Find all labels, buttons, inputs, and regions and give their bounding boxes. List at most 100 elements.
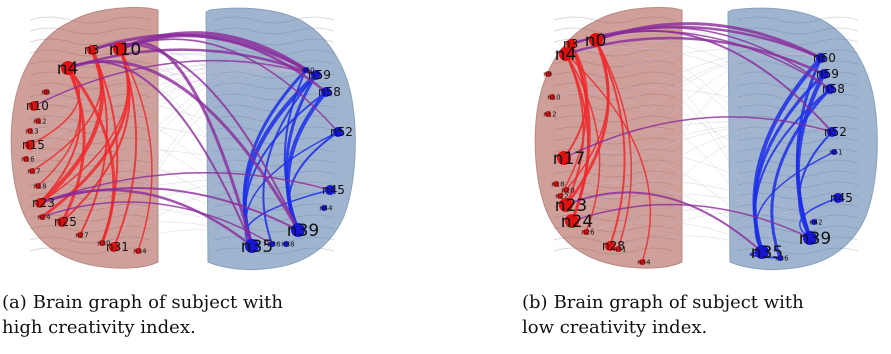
node <box>43 89 49 95</box>
node <box>557 193 563 199</box>
node <box>25 140 35 150</box>
node <box>245 239 259 253</box>
node <box>559 198 573 212</box>
node-label: n45 <box>322 183 345 197</box>
node <box>29 101 39 111</box>
gyrus-line <box>737 115 859 123</box>
node <box>321 87 331 97</box>
node-label: n39 <box>287 221 319 241</box>
gyrus-line <box>553 115 675 123</box>
node-label: n36 <box>775 254 789 262</box>
node-label: n42 <box>809 218 822 226</box>
node <box>589 33 603 47</box>
gyrus-line <box>29 203 151 211</box>
node-label: n16 <box>21 155 35 163</box>
node-label: n0 <box>585 31 607 51</box>
node <box>833 193 843 203</box>
node <box>109 242 119 252</box>
node-label: n25 <box>54 215 77 229</box>
gyrus-line <box>29 170 151 178</box>
node <box>39 214 45 220</box>
node <box>321 205 327 211</box>
gyrus-line <box>213 159 335 167</box>
faint-edge <box>113 70 317 248</box>
node <box>545 71 551 77</box>
inter-edge <box>119 38 339 133</box>
node <box>755 245 769 259</box>
node-label: n38 <box>281 240 294 248</box>
node <box>825 84 835 94</box>
node-label: n24 <box>37 213 51 221</box>
faint-edge <box>617 54 822 250</box>
node <box>135 248 141 254</box>
node-label: n34 <box>637 258 651 266</box>
node <box>639 259 645 265</box>
gyrus-line <box>737 203 859 211</box>
gyrus-line <box>553 137 675 145</box>
faint-edge <box>563 52 822 159</box>
node-label: n26 <box>581 228 595 236</box>
gyrus-line <box>213 49 335 57</box>
node <box>27 128 33 134</box>
right-edge <box>262 74 317 245</box>
left-edge <box>66 67 116 244</box>
faint-edge <box>551 87 833 133</box>
inter-edge <box>571 203 811 239</box>
left-edge <box>37 67 81 187</box>
faint-edge <box>113 182 331 248</box>
faint-edge <box>113 229 273 248</box>
gyrus-line <box>553 16 675 24</box>
node <box>615 246 621 252</box>
node <box>303 67 309 73</box>
faint-edge <box>565 182 781 259</box>
node-label: n58 <box>318 85 341 99</box>
inter-edge <box>33 59 317 107</box>
node-label: n15 <box>22 138 45 152</box>
node-label: n39 <box>799 229 831 249</box>
node-label: n9 <box>543 70 552 78</box>
gyrus-line <box>737 71 859 79</box>
node-label: n35 <box>751 243 783 263</box>
right-edge <box>754 88 831 253</box>
inter-edge <box>565 191 763 253</box>
gyrus-line <box>553 159 675 167</box>
left-edge <box>595 39 626 247</box>
inter-edge <box>39 187 299 231</box>
caption-b: (b)Brain graph of subject with low creat… <box>522 290 804 340</box>
faint-edge <box>565 196 781 259</box>
node <box>831 149 837 155</box>
node-label: n3 <box>84 43 99 57</box>
gyrus-line <box>553 247 675 255</box>
node-label: n9 <box>41 88 50 96</box>
faint-edge <box>617 211 815 250</box>
faint-edge <box>41 206 273 245</box>
caption-line1: Brain graph of subject with <box>553 292 804 313</box>
node-label: n23 <box>555 196 587 216</box>
node <box>811 219 817 225</box>
gyrus-line <box>213 170 335 178</box>
node <box>557 151 571 165</box>
left-edge <box>559 43 587 197</box>
node <box>311 70 321 80</box>
faint-edge <box>585 221 781 259</box>
node <box>559 47 573 61</box>
left-edge <box>119 48 153 252</box>
node-label: n4 <box>57 59 79 79</box>
node <box>816 53 826 63</box>
node <box>325 185 335 195</box>
gyrus-line <box>213 247 335 255</box>
faint-edge <box>67 62 331 191</box>
node <box>35 183 41 189</box>
node-label: n24 <box>561 212 593 232</box>
node-label: n10 <box>26 99 49 113</box>
node <box>23 156 29 162</box>
node-label: n17 <box>553 149 585 169</box>
gyrus-line <box>553 170 675 178</box>
node-label: n35 <box>241 237 273 257</box>
node-label: n44 <box>319 204 333 212</box>
inter-edge <box>119 34 327 93</box>
node-label: n17 <box>27 167 40 175</box>
